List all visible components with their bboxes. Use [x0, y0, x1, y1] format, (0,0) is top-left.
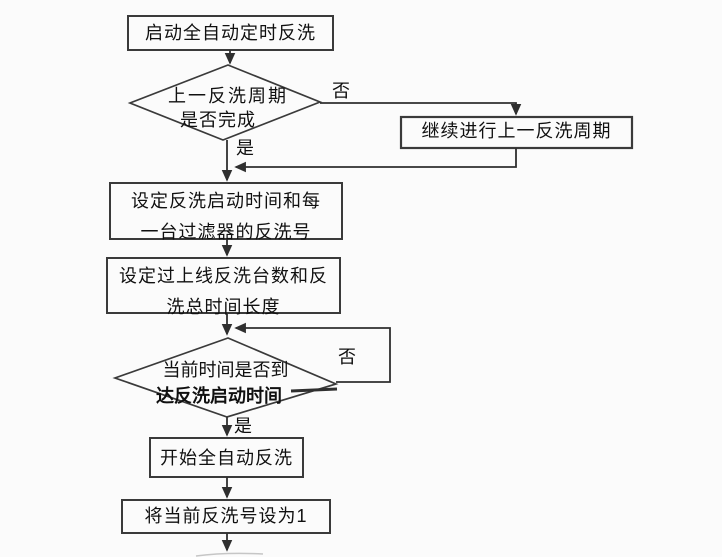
node-continue-prev-cycle-label: 继续进行上一反洗周期 [421, 121, 612, 141]
node-time-reached-check-label-line1: 当前时间是否到 [162, 360, 289, 380]
scan-artifact-line [195, 552, 264, 557]
node-set-backwash-number-box [121, 499, 331, 534]
node-set-units-duration-label-line2: 洗总时间长度 [166, 297, 281, 317]
node-set-units-duration-label-line1: 设定过上线反洗台数和反 [119, 266, 328, 286]
node-time-reached-check-label-line2: 达反洗启动时间 [156, 386, 282, 406]
edge-label-time-reached-no: 否 [338, 347, 356, 367]
node-prev-cycle-check-label-line2: 是否完成 [180, 110, 256, 130]
node-set-start-time-label-line2: 一台过滤器的反洗号 [140, 222, 312, 242]
edge-label-prev-cycle-no: 否 [332, 81, 350, 101]
edge-label-time-reached-yes: 是 [234, 416, 252, 436]
node-set-start-time-label: 设定反洗启动时间和每 一台过滤器的反洗号 [110, 186, 342, 248]
diamond-vertex-stroke [290, 387, 338, 393]
node-set-units-duration-box [106, 257, 341, 314]
node-set-start-time-label-line1: 设定反洗启动时间和每 [131, 191, 321, 211]
connector-time-no-loop [234, 322, 391, 383]
node-prev-cycle-check-label-line1: 上一反洗周期 [168, 86, 288, 106]
node-begin-backwash-label: 开始全自动反洗 [160, 448, 293, 468]
node-set-start-time-box [109, 182, 343, 240]
connector-continue-return-loop [234, 148, 517, 173]
edge-label-prev-cycle-yes: 是 [236, 138, 254, 158]
node-set-backwash-number-label: 将当前反洗号设为1 [144, 506, 308, 526]
node-start-label: 启动全自动定时反洗 [145, 23, 316, 43]
node-prev-cycle-check-diamond [127, 64, 323, 141]
connector-prev-no-to-continue [320, 102, 522, 116]
node-set-units-duration-label: 设定过上线反洗台数和反 洗总时间长度 [107, 261, 340, 323]
